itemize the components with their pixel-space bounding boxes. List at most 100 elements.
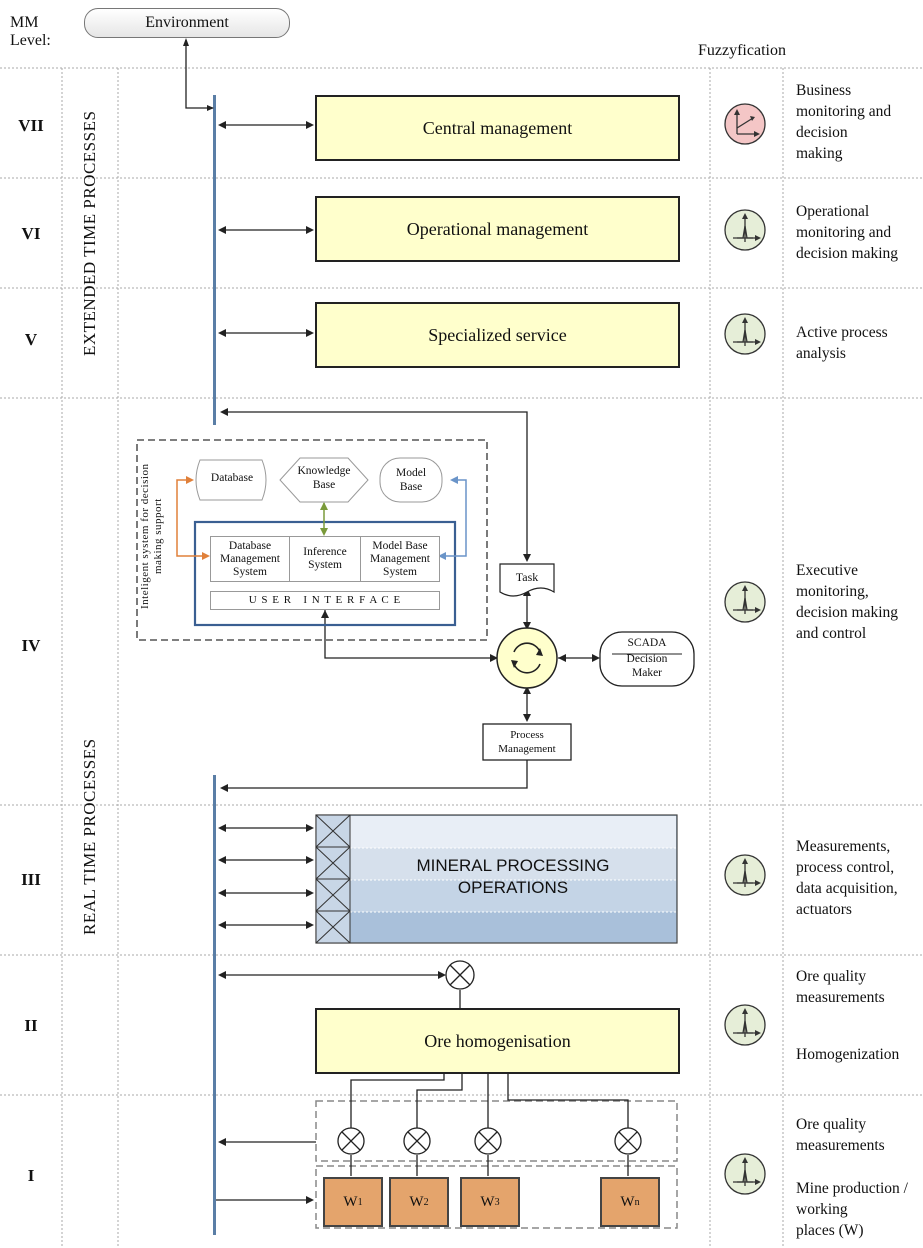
- database-label: Database: [210, 472, 254, 484]
- vii-l2: monitoring and: [796, 103, 892, 120]
- vii-l1: Business: [796, 82, 852, 99]
- ii-a-l1: Ore quality: [796, 968, 867, 985]
- vii-l3: decision: [796, 124, 848, 141]
- mm-label: MM: [10, 14, 39, 31]
- mm-level-label: MM Level:: [10, 14, 51, 50]
- mbms-line-2: Management: [369, 552, 431, 565]
- dss-side-line-1: Inteligent system for decision: [139, 463, 151, 609]
- business-chart-icon: [724, 103, 766, 145]
- i-b-l3: places (W): [796, 1222, 864, 1239]
- level-iv: IV: [21, 636, 41, 655]
- i-b-l2: working: [796, 1201, 848, 1218]
- iv-l4: and control: [796, 625, 867, 642]
- label-executive-monitoring: Executive monitoring, decision making an…: [796, 560, 898, 644]
- label-mine-production: Mine production / working places (W): [796, 1178, 923, 1241]
- w2-main: W: [409, 1193, 424, 1210]
- label-ore-quality-i: Ore quality measurements: [796, 1114, 885, 1156]
- wn-sub: n: [634, 1196, 640, 1208]
- knowledge-line-2: Base: [312, 479, 336, 491]
- w1-sub: 1: [357, 1196, 363, 1208]
- w3-main: W: [480, 1193, 495, 1210]
- model-line-2: Base: [399, 481, 423, 493]
- operational-management-box: Operational management: [315, 196, 680, 262]
- inference-line-1: Inference: [303, 546, 347, 558]
- fuzzy-peak-icon-iv: [724, 581, 766, 623]
- fuzzy-peak-icon-ii: [724, 1004, 766, 1046]
- level-label: Level:: [10, 32, 51, 49]
- iv-l3: decision making: [796, 604, 899, 621]
- wn-main: W: [620, 1193, 635, 1210]
- mineral-line-2: OPERATIONS: [457, 878, 569, 897]
- ii-a-l2: measurements: [796, 989, 885, 1006]
- scada-label: SCADA Decision Maker: [600, 636, 694, 680]
- iii-l4: actuators: [796, 901, 852, 918]
- i-b-l1: Mine production /: [796, 1180, 908, 1197]
- level-vi: VI: [21, 224, 41, 243]
- vi-l1: Operational: [796, 203, 870, 220]
- vi-l3: decision making: [796, 245, 899, 262]
- scada-line-1: SCADA: [627, 637, 667, 649]
- level-ii: II: [24, 1016, 38, 1035]
- fuzzy-peak-icon-v: [724, 313, 766, 355]
- mineral-line-1: MINERAL PROCESSING: [416, 856, 610, 875]
- process-mgmt-line-2: Management: [498, 743, 556, 755]
- ore-homogenisation-box: Ore homogenisation: [315, 1008, 680, 1074]
- specialized-service-box: Specialized service: [315, 302, 680, 368]
- vi-l2: monitoring and: [796, 224, 892, 241]
- fuzzy-peak-icon-iii: [724, 854, 766, 896]
- iv-l2: monitoring,: [796, 583, 869, 600]
- v-l2: analysis: [796, 345, 846, 362]
- level-vii: VII: [18, 116, 44, 135]
- i-a-l1: Ore quality: [796, 1116, 867, 1133]
- user-interface-bar: U S E R I N T E R F A C E: [210, 591, 440, 610]
- dss-side-line-2: making support: [152, 498, 164, 574]
- knowledge-base-label: Knowledge Base: [284, 464, 364, 492]
- ii-b-l1: Homogenization: [796, 1046, 900, 1063]
- task-label: Task: [515, 570, 539, 584]
- iii-l1: Measurements,: [796, 838, 891, 855]
- w2-sub: 2: [423, 1196, 429, 1208]
- w3-sub: 3: [494, 1196, 500, 1208]
- mbms-line-3: System: [383, 565, 417, 578]
- inference-line-2: System: [308, 559, 342, 571]
- dss-side-label: Inteligent system for decision making su…: [139, 446, 165, 626]
- level-v: V: [24, 330, 38, 349]
- label-homogenization: Homogenization: [796, 1044, 899, 1065]
- process-management-label: Process Management: [483, 728, 571, 756]
- w1-main: W: [343, 1193, 358, 1210]
- dbms-line-2: Management: [219, 552, 281, 565]
- vii-l4: making: [796, 145, 843, 162]
- iv-l1: Executive: [796, 562, 858, 579]
- iii-l2: process control,: [796, 859, 895, 876]
- v-l1: Active process: [796, 324, 888, 341]
- mineral-processing-label: MINERAL PROCESSING OPERATIONS: [350, 855, 676, 899]
- dbms-line-1: Database: [228, 539, 272, 552]
- mbms-line-1: Model Base: [372, 539, 428, 552]
- scada-line-2: Decision: [626, 653, 668, 665]
- label-active-process-analysis: Active process analysis: [796, 322, 888, 364]
- process-mgmt-line-1: Process: [510, 729, 544, 741]
- knowledge-line-1: Knowledge: [297, 465, 351, 477]
- iii-l3: data acquisition,: [796, 880, 898, 897]
- level-i: I: [27, 1166, 35, 1185]
- label-operational-monitoring: Operational monitoring and decision maki…: [796, 201, 898, 264]
- label-ore-quality-ii: Ore quality measurements: [796, 966, 885, 1008]
- environment-box: Environment: [84, 8, 290, 38]
- real-time-processes-label: REAL TIME PROCESSES: [80, 738, 99, 936]
- i-a-l2: measurements: [796, 1137, 885, 1154]
- model-line-1: Model: [395, 467, 427, 479]
- level-iii: III: [21, 870, 41, 889]
- model-base-label: Model Base: [380, 466, 442, 494]
- fuzzy-peak-icon-i: [724, 1153, 766, 1195]
- dbms-line-3: System: [233, 565, 267, 578]
- extended-time-processes-label: EXTENDED TIME PROCESSES: [80, 110, 99, 356]
- label-measurements: Measurements, process control, data acqu…: [796, 836, 898, 920]
